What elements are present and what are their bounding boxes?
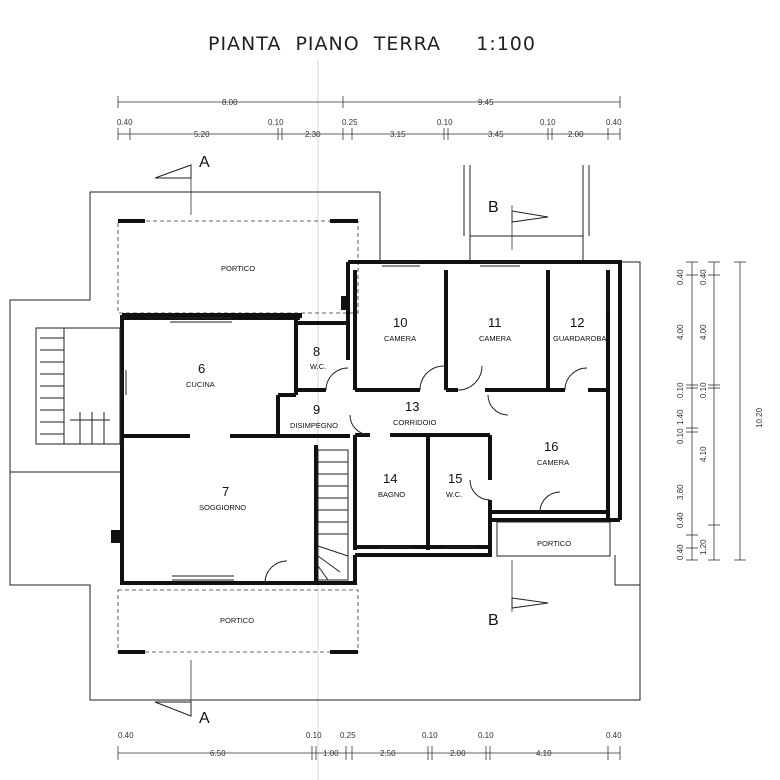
north-stub-walls <box>463 165 590 236</box>
section-b-bottom-label: B <box>488 612 499 629</box>
section-a-bottom: A <box>154 660 210 727</box>
dim-right-a8: 0.40 <box>676 544 685 560</box>
dim-top-7: 0.10 <box>437 118 453 127</box>
doors <box>264 365 588 584</box>
room-16-name: CAMERA <box>537 458 569 467</box>
windows <box>121 261 609 581</box>
room-10-number: 10 <box>393 315 407 330</box>
dim-right-b2: 4.00 <box>699 324 708 340</box>
room-8-name: W.C. <box>310 362 326 371</box>
dim-right-a1: 0.40 <box>676 269 685 285</box>
dim-right-b3: 0.10 <box>699 382 708 398</box>
exterior-stairs-west <box>35 327 121 445</box>
room-12-number: 12 <box>570 315 584 330</box>
room-6-number: 6 <box>198 361 205 376</box>
interior-walls <box>122 270 610 583</box>
top-dimension-chain: 8.00 9.45 0.40 5.20 0.10 2.30 0.25 3.15 … <box>117 96 622 140</box>
room-12-name: GUARDAROBA <box>553 334 606 343</box>
room-15-number: 15 <box>448 471 462 486</box>
dim-right-a2: 4.00 <box>676 324 685 340</box>
dim-total-right: 9.45 <box>478 98 494 107</box>
dim-top-9: 0.10 <box>540 118 556 127</box>
portico-east-label: PORTICO <box>537 539 571 548</box>
bottom-dimension-chain: 0.40 0.10 0.25 0.10 0.10 0.40 6.50 1.00 … <box>117 731 622 760</box>
flue-cucina <box>341 296 350 310</box>
dim-total-left: 8.00 <box>222 98 238 107</box>
terrace-outline-west <box>9 300 120 473</box>
dim-bottom-9: 2.50 <box>380 749 396 758</box>
dim-top-6: 3.15 <box>390 130 406 139</box>
dim-top-4: 2.30 <box>305 130 321 139</box>
dim-top-11: 0.40 <box>606 118 622 127</box>
section-b-bottom: B <box>488 560 549 629</box>
room-13-name: CORRIDOIO <box>393 418 437 427</box>
portico-east <box>496 521 611 557</box>
dim-right-a7: 0.40 <box>676 512 685 528</box>
section-b-top: B <box>488 199 549 250</box>
section-a-top-label: A <box>199 154 210 171</box>
dim-bottom-5: 0.10 <box>478 731 494 740</box>
room-13-number: 13 <box>405 399 419 414</box>
room-8-number: 8 <box>313 344 320 359</box>
dim-right-b5: 1.20 <box>699 539 708 555</box>
right-dimension-chain: 0.40 4.00 0.10 1.40 0.10 3.80 0.40 0.40 … <box>676 261 764 561</box>
interior-stairs <box>317 449 349 581</box>
dim-right-b1: 0.40 <box>699 269 708 285</box>
room-11-name: CAMERA <box>479 334 511 343</box>
dim-top-3: 0.10 <box>268 118 284 127</box>
room-9-name: DISIMPEGNO <box>290 421 338 430</box>
dim-top-5: 0.25 <box>342 118 358 127</box>
dim-bottom-4: 0.10 <box>422 731 438 740</box>
dim-bottom-1: 0.40 <box>118 731 134 740</box>
exterior-walls <box>120 260 622 585</box>
portico-north-label: PORTICO <box>221 264 255 273</box>
dim-right-a3: 0.10 <box>676 382 685 398</box>
dim-top-2: 5.20 <box>194 130 210 139</box>
room-6-name: CUCINA <box>186 380 215 389</box>
section-b-top-label: B <box>488 199 499 216</box>
dim-bottom-10: 2.00 <box>450 749 466 758</box>
dim-bottom-2: 0.10 <box>306 731 322 740</box>
room-16-number: 16 <box>544 439 558 454</box>
section-a-top: A <box>154 154 210 215</box>
dim-right-a4: 1.40 <box>676 409 685 425</box>
dim-right-a5: 0.10 <box>676 428 685 444</box>
room-labels: 6 CUCINA 7 SOGGIORNO 8 W.C. 9 DISIMPEGNO… <box>186 315 606 512</box>
room-11-number: 11 <box>488 315 502 330</box>
section-a-bottom-label: A <box>199 710 210 727</box>
dim-right-b4: 4.10 <box>699 446 708 462</box>
dim-top-8: 3.45 <box>488 130 504 139</box>
room-15-name: W.C. <box>446 490 462 499</box>
portico-south-label: PORTICO <box>220 616 254 625</box>
dim-bottom-3: 0.25 <box>340 731 356 740</box>
plan-title: PIANTA PIANO TERRA 1:100 <box>208 33 536 55</box>
room-10-name: CAMERA <box>384 334 416 343</box>
dim-bottom-6: 0.40 <box>606 731 622 740</box>
room-14-name: BAGNO <box>378 490 405 499</box>
dim-right-a6: 3.80 <box>676 484 685 500</box>
room-7-number: 7 <box>222 484 229 499</box>
dim-right-total: 10.20 <box>755 407 764 428</box>
terrace-outline <box>9 191 641 701</box>
dim-bottom-7: 6.50 <box>210 749 226 758</box>
flue-soggiorno <box>111 530 121 543</box>
dim-bottom-8: 1.00 <box>323 749 339 758</box>
dim-top-1: 0.40 <box>117 118 133 127</box>
room-9-number: 9 <box>313 402 320 417</box>
room-14-number: 14 <box>383 471 397 486</box>
dim-top-10: 2.00 <box>568 130 584 139</box>
portico-south <box>117 589 359 653</box>
room-7-name: SOGGIORNO <box>199 503 246 512</box>
dim-bottom-11: 4.10 <box>536 749 552 758</box>
